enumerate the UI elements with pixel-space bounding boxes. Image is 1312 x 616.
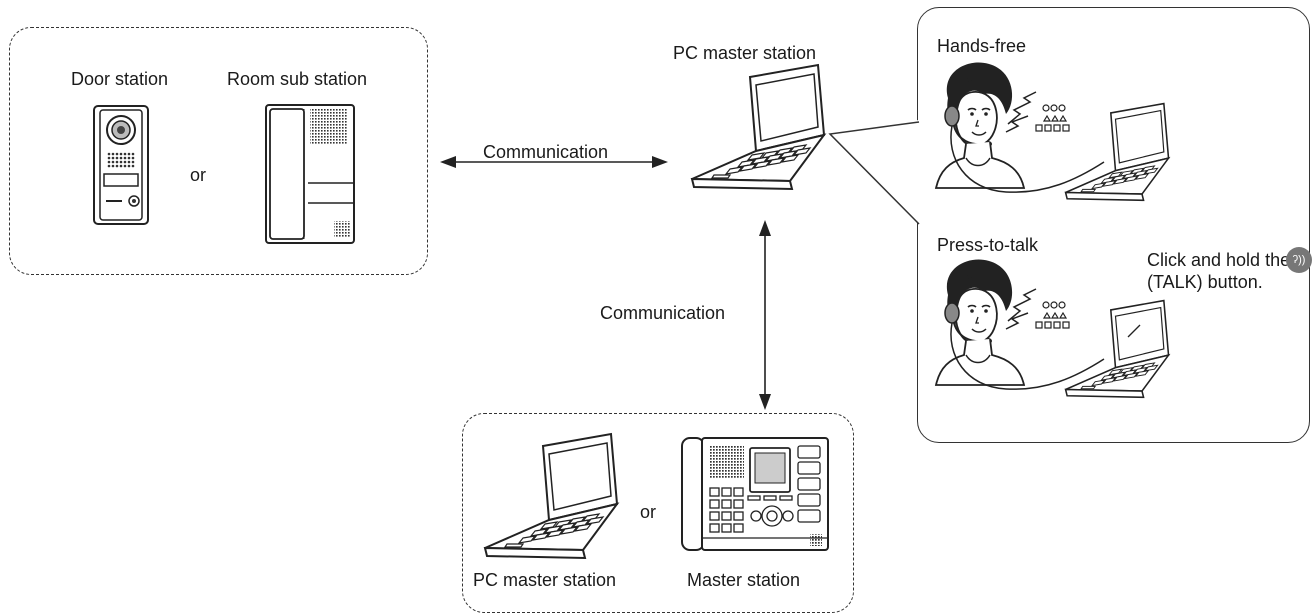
callout-pointer xyxy=(826,120,920,225)
top-left-station-group xyxy=(9,27,428,275)
or-label-bottom: or xyxy=(640,502,657,522)
press-to-talk-label: Press-to-talk xyxy=(937,235,1039,255)
laptop-icon xyxy=(484,433,618,559)
operator-headset-icon xyxy=(934,258,1170,399)
door-station-label: Door station xyxy=(71,69,169,89)
pc-master-station-bottom-label: PC master station xyxy=(473,570,617,590)
click-and-hold-label-line2: (TALK) button. xyxy=(1147,272,1263,292)
door-station-icon xyxy=(93,105,149,225)
room-sub-station-icon xyxy=(265,104,355,244)
bottom-station-group xyxy=(462,413,854,613)
communication-horizontal-label: Communication xyxy=(483,142,609,162)
pc-master-station-top-label: PC master station xyxy=(673,43,817,63)
horizontal-communication-arrow xyxy=(440,156,668,168)
operator-headset-icon xyxy=(934,61,1170,202)
master-station-icon xyxy=(681,437,829,551)
vertical-communication-arrow xyxy=(759,220,771,410)
hands-free-label: Hands-free xyxy=(937,36,1027,56)
or-label-top: or xyxy=(190,165,207,185)
master-station-label: Master station xyxy=(687,570,801,590)
click-and-hold-label-line1: Click and hold the xyxy=(1147,250,1291,270)
communication-vertical-label: Communication xyxy=(600,303,726,323)
talk-button-icon[interactable]: ʔ)) xyxy=(1286,247,1312,273)
room-sub-station-label: Room sub station xyxy=(227,69,368,89)
laptop-icon xyxy=(691,64,825,190)
